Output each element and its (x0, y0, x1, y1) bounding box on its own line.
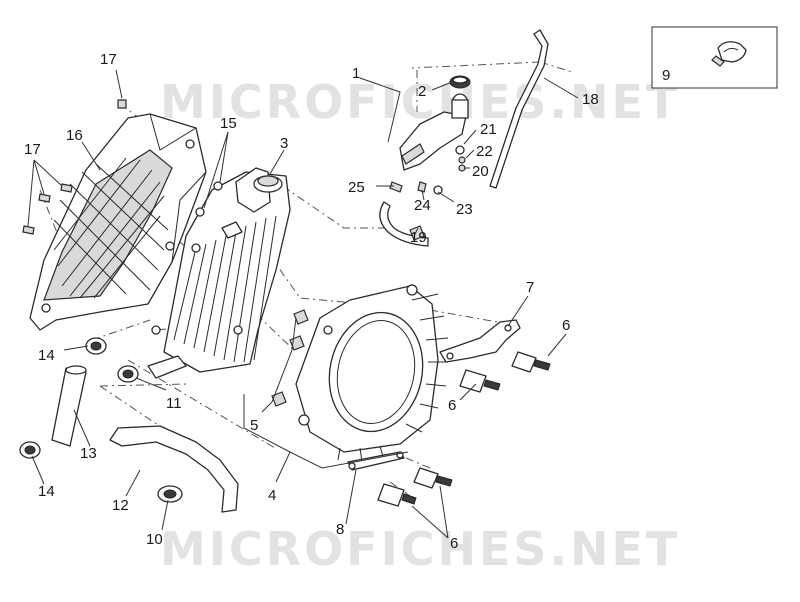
callout-5: 5 (250, 417, 258, 434)
leader-lines (27, 69, 579, 539)
part-14-clamps (19, 337, 107, 459)
callout-14-lower: 14 (38, 483, 55, 500)
watermark-top: MICROFICHES.NET (160, 75, 680, 129)
callout-7: 7 (526, 279, 534, 296)
callout-13: 13 (80, 445, 97, 462)
callout-6-upper: 6 (562, 317, 570, 334)
callout-18: 18 (582, 91, 599, 108)
part-3-radiator (147, 167, 291, 379)
callout-8: 8 (336, 521, 344, 538)
callout-6-lower: 6 (450, 535, 458, 552)
callout-25: 25 (348, 179, 365, 196)
callout-16: 16 (66, 127, 83, 144)
part-1-expansion-tank (399, 93, 469, 171)
part-11-clamp (117, 365, 139, 383)
callout-1: 1 (352, 65, 360, 82)
callout-10: 10 (146, 531, 163, 548)
part-13-hose (51, 365, 87, 447)
callout-2: 2 (418, 83, 426, 100)
small-fasteners (389, 145, 466, 195)
callout-3: 3 (280, 135, 288, 152)
part-15-grommets (195, 181, 223, 217)
watermark-bottom: MICROFICHES.NET (160, 522, 680, 576)
callout-24: 24 (414, 197, 431, 214)
callout-21: 21 (480, 121, 497, 138)
callout-14-upper: 14 (38, 347, 55, 364)
callout-17-upper: 17 (100, 51, 117, 68)
callout-6-middle: 6 (448, 397, 456, 414)
callout-12: 12 (112, 497, 129, 514)
part-16-shroud (29, 113, 207, 331)
part-12-hose (109, 425, 239, 513)
callout-11: 11 (166, 395, 182, 412)
callout-22: 22 (476, 143, 493, 160)
callout-9: 9 (662, 67, 670, 84)
callout-labels: 1 2 3 4 5 6 6 6 7 8 9 10 11 12 13 14 14 … (24, 51, 670, 552)
part-7-bracket (439, 319, 521, 363)
part-18-hose (489, 29, 549, 189)
callout-4: 4 (268, 487, 276, 504)
part-2-cap (449, 75, 471, 89)
callout-15: 15 (220, 115, 237, 132)
part-9-inset (651, 26, 778, 89)
bolts-17 (22, 99, 127, 235)
part-6-mounts (377, 351, 551, 507)
callout-20: 20 (472, 163, 489, 180)
callout-23: 23 (456, 201, 473, 218)
part-10-clamp (157, 485, 183, 503)
callout-19: 19 (410, 229, 427, 246)
part-19-hose (379, 201, 429, 247)
part-4-fan-housing (295, 284, 449, 463)
callout-17-lower: 17 (24, 141, 41, 158)
